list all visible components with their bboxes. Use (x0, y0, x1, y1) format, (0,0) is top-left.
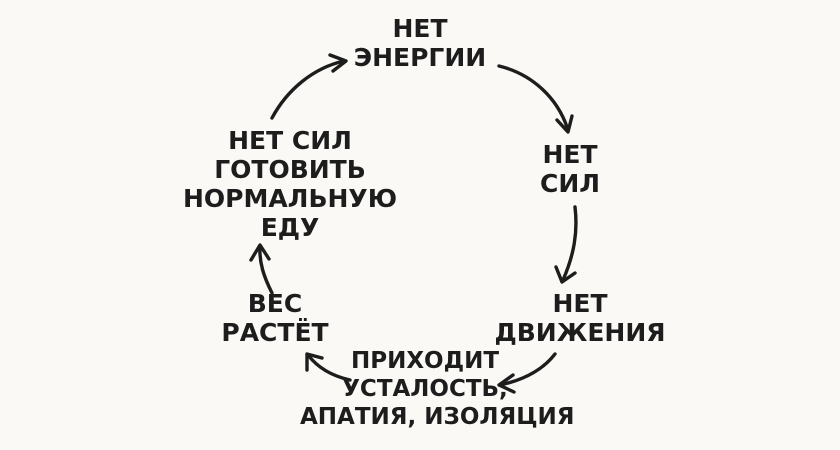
node-line: ПРИХОДИТ (350, 348, 500, 374)
node-line: ЭНЕРГИИ (353, 43, 487, 72)
node-no-energy: НЕТ ЭНЕРГИИ (300, 14, 540, 72)
node-line: СИЛ (539, 169, 601, 198)
arrow-cook-to-energy (270, 53, 348, 120)
node-line: ДВИЖЕНИЯ (494, 318, 666, 347)
node-line: НЕТ СИЛ (228, 126, 352, 155)
node-line: УСТАЛОСТЬ, (342, 376, 508, 402)
node-line: РАСТЁТ (221, 318, 329, 347)
node-line: ВЕС (247, 289, 303, 318)
node-no-movement: НЕТ ДВИЖЕНИЯ (470, 289, 690, 347)
node-line: НЕТ (552, 289, 608, 318)
node-fatigue: ПРИХОДИТ УСТАЛОСТЬ, АПАТИЯ, ИЗОЛЯЦИЯ (300, 347, 575, 431)
node-line: ЕДУ (260, 213, 320, 242)
node-line: АПАТИЯ, ИЗОЛЯЦИЯ (300, 404, 575, 430)
arrow-fatigue-to-weight (305, 352, 352, 382)
arrow-strength-to-movement (554, 205, 578, 284)
arrow-weight-to-cook (249, 243, 274, 295)
node-line: ГОТОВИТЬ (214, 155, 366, 184)
node-no-strength-to-cook: НЕТ СИЛ ГОТОВИТЬ НОРМАЛЬНУЮ ЕДУ (170, 126, 410, 242)
node-weight-gain: ВЕС РАСТЁТ (200, 289, 350, 347)
node-line: НЕТ (392, 14, 448, 43)
arrow-movement-to-fatigue (497, 352, 557, 394)
node-line: НОРМАЛЬНУЮ (182, 184, 398, 213)
node-no-strength: НЕТ СИЛ (480, 140, 660, 198)
node-line: НЕТ (542, 140, 598, 169)
arrow-energy-to-strength (497, 64, 574, 134)
